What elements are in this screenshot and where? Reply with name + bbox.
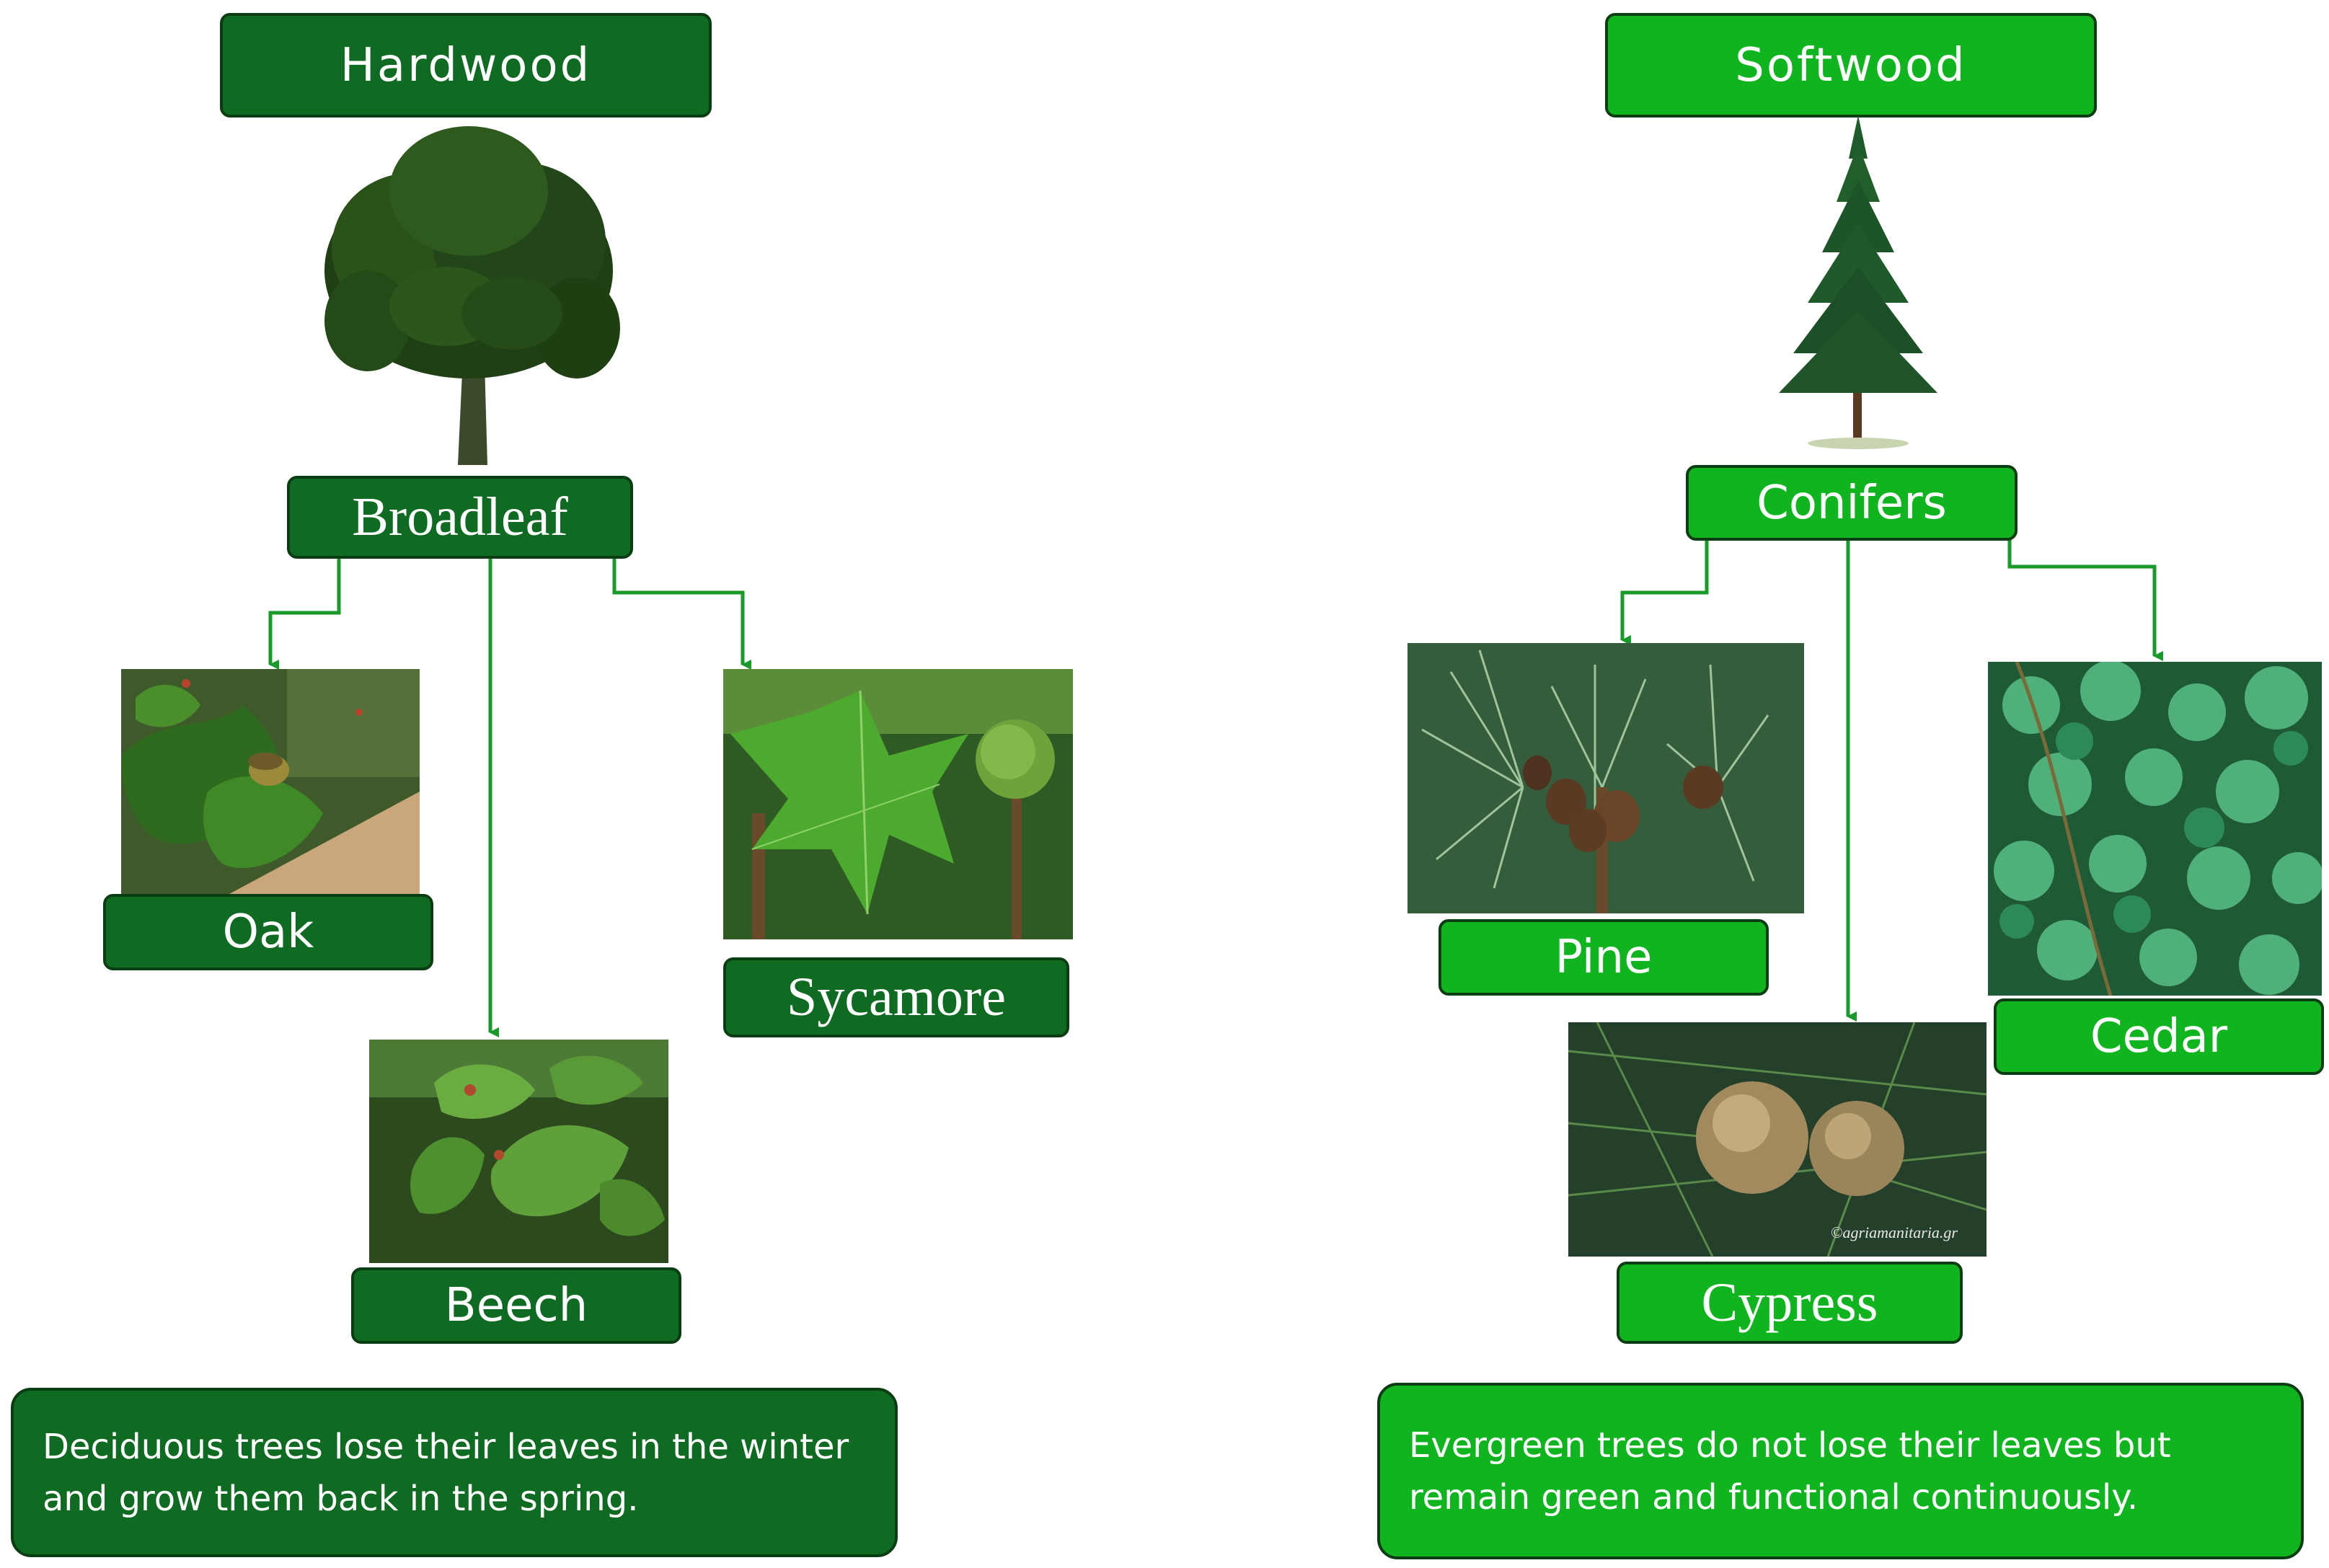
beech-photo (369, 1040, 668, 1263)
softwood-title: Softwood (1605, 13, 2097, 118)
hardwood-title: Hardwood (220, 13, 712, 118)
beech-label: Beech (351, 1267, 681, 1344)
arrow-conifers-cedar (2007, 539, 2163, 661)
broadleaf-label: Broadleaf (287, 476, 633, 559)
deciduous-note: Deciduous trees lose their leaves in the… (11, 1388, 898, 1557)
cypress-label: Cypress (1617, 1262, 1963, 1344)
oak-label: Oak (103, 894, 433, 970)
cedar-label: Cedar (1994, 998, 2324, 1075)
broadleaf-tree-icon (303, 119, 635, 465)
pine-label: Pine (1438, 919, 1769, 996)
cypress-watermark: ©agriamanitaria.gr (1830, 1223, 1958, 1241)
conifer-tree-icon (1775, 115, 1941, 451)
cedar-photo (1988, 662, 2322, 996)
arrow-broadleaf-sycamore (612, 557, 751, 670)
cypress-photo: ©agriamanitaria.gr (1568, 1022, 1986, 1257)
sycamore-photo (723, 669, 1073, 939)
pine-photo (1407, 643, 1804, 913)
conifers-label: Conifers (1686, 465, 2018, 541)
evergreen-note: Evergreen trees do not lose their leaves… (1377, 1383, 2304, 1559)
oak-photo (121, 669, 420, 894)
arrow-conifers-pine (1620, 539, 1709, 645)
arrow-broadleaf-oak (268, 557, 341, 670)
sycamore-label: Sycamore (723, 957, 1069, 1037)
